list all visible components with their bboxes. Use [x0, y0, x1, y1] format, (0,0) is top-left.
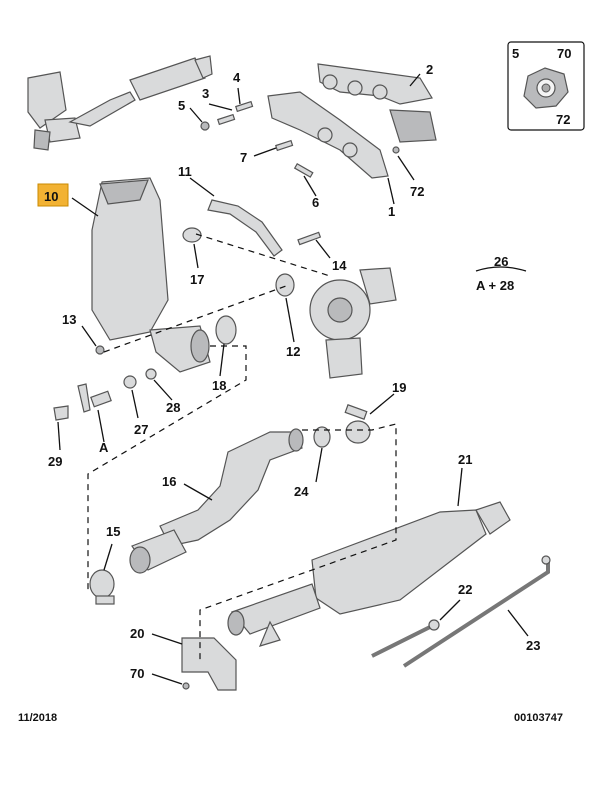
callout-11: 11 [178, 164, 192, 179]
leader-lines [57, 73, 529, 685]
callout-70: 70 [130, 666, 144, 681]
clamp-19 [344, 404, 371, 444]
hanger-20 [181, 637, 237, 691]
callout-21: 21 [458, 452, 472, 467]
highlight-box-10 [37, 183, 69, 207]
heat-shield [207, 199, 283, 257]
callout-26: 26 [494, 254, 508, 269]
callout-19: 19 [392, 380, 406, 395]
exhaust-manifold [267, 63, 437, 179]
studs-and-nuts [200, 100, 400, 246]
rear-silencer [227, 501, 511, 647]
inset-label-right: 70 [557, 46, 571, 61]
inset-label-left: 5 [512, 46, 519, 61]
callout-17: 17 [190, 272, 204, 287]
callout-A: A [99, 440, 109, 455]
footer-date: 11/2018 [18, 712, 58, 724]
gasket-24 [313, 426, 331, 448]
callout-14: 14 [332, 258, 347, 273]
callout-labels: 1 2 3 4 5 6 7 10 11 12 13 14 15 16 17 18… [44, 62, 540, 681]
callout-3: 3 [202, 86, 209, 101]
inset-nut-box: 5 70 72 [507, 41, 585, 131]
callout-22: 22 [458, 582, 472, 597]
callout-27: 27 [134, 422, 148, 437]
callout-13: 13 [62, 312, 76, 327]
inset-label-bottom: 72 [556, 112, 570, 127]
callout-5: 5 [178, 98, 185, 113]
callout-12: 12 [286, 344, 300, 359]
overview-exhaust-thumbnail [27, 55, 213, 151]
sensor-parts [53, 345, 157, 421]
callout-16: 16 [162, 474, 176, 489]
gasket-18 [215, 315, 237, 345]
turbocharger [275, 267, 397, 379]
callout-10: 10 [44, 189, 58, 204]
callout-72: 72 [410, 184, 424, 199]
callout-1: 1 [388, 204, 395, 219]
callout-7: 7 [240, 150, 247, 165]
catalytic-converter [91, 177, 211, 373]
callout-2: 2 [426, 62, 433, 77]
callout-23: 23 [526, 638, 540, 653]
callout-18: 18 [212, 378, 226, 393]
callout-6: 6 [312, 195, 319, 210]
callout-26-formula: A + 28 [476, 278, 514, 293]
callout-20: 20 [130, 626, 144, 641]
callout-28: 28 [166, 400, 180, 415]
clamp-15 [89, 569, 115, 605]
callout-29: 29 [48, 454, 62, 469]
intermediate-pipe [129, 428, 304, 574]
footer-reference: 00103747 [514, 712, 563, 724]
callout-4: 4 [233, 70, 241, 85]
dashed-routes [87, 233, 397, 660]
bracket-and-rod [371, 555, 551, 668]
callout-15: 15 [106, 524, 120, 539]
callout-24: 24 [294, 484, 309, 499]
